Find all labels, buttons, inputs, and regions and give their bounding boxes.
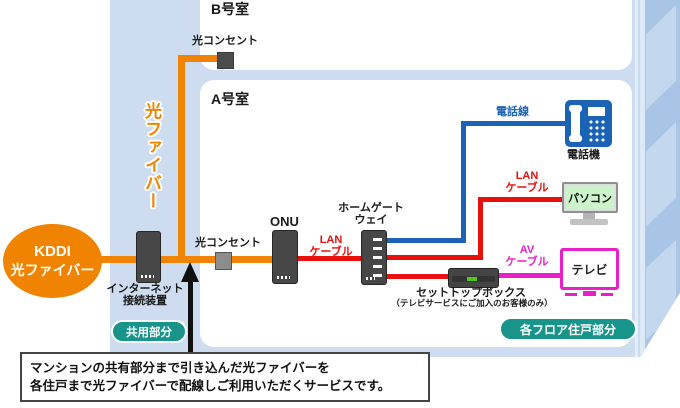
lan-line-pc-lower — [385, 255, 483, 260]
room-b-label: B号室 — [211, 1, 250, 17]
room-a-label: A号室 — [211, 91, 250, 107]
callout-arrow-line — [188, 278, 193, 353]
lan-line-onu-gateway — [294, 256, 364, 261]
stb-note-label: （テレビサービスにご加入のお客様のみ） — [391, 298, 553, 308]
per-floor-area-badge: 各フロア住戸部分 — [499, 317, 637, 341]
device-ports-icon — [366, 277, 375, 280]
home-gateway-device — [361, 230, 387, 285]
device-ports-icon — [141, 275, 154, 278]
gateway-ports-icon — [373, 238, 382, 278]
pc-monitor-icon: パソコン — [562, 182, 618, 213]
lan-line-pc-vertical — [478, 197, 483, 260]
lan-line-pc-upper — [478, 197, 565, 202]
kddi-source-line1: KDDI — [34, 242, 71, 260]
internet-device-label: インターネット 接続装置 — [106, 283, 184, 308]
callout-arrow-head — [181, 262, 199, 282]
optical-outlet-b-label: 光コンセント — [192, 35, 258, 47]
lan-cable-pc-label: LAN ケーブル — [505, 170, 549, 195]
room-b — [200, 0, 632, 70]
phone-label: 電話機 — [567, 149, 600, 161]
optical-outlet-a-label: 光コンセント — [195, 237, 261, 249]
kddi-source-line2: 光ファイバー — [10, 261, 95, 278]
device-ports-icon — [277, 276, 290, 279]
tv-screen-label: テレビ — [571, 262, 608, 277]
phone-handset-icon — [571, 108, 580, 140]
pc-base-icon — [570, 219, 608, 225]
phone-line-label: 電話線 — [496, 106, 529, 118]
service-note-box: マンションの共有部分まで引き込んだ光ファイバーを 各住戸まで光ファイバーで配線し… — [20, 352, 430, 403]
internet-device — [136, 231, 161, 283]
lan-cable-onu-label: LAN ケーブル — [309, 234, 353, 259]
phone-line-vertical — [461, 121, 466, 243]
set-top-box — [448, 268, 499, 288]
kddi-fiber-source: KDDI 光ファイバー — [3, 224, 102, 298]
fiber-vertical-label: 光ファイバー — [142, 102, 162, 210]
building-side-edge — [635, 0, 645, 357]
phone-line-upper — [461, 121, 567, 126]
pc-screen-label: パソコン — [566, 186, 614, 209]
onu-label: ONU — [270, 214, 299, 229]
tv-stand-icon — [583, 291, 596, 296]
phone-handset-icon — [569, 105, 582, 112]
home-gateway-label: ホームゲート ウェイ — [338, 202, 404, 227]
pc-stand-icon — [583, 213, 595, 219]
phone-keypad-icon — [588, 119, 605, 142]
building-side-face — [635, 0, 680, 357]
phone-icon — [565, 100, 612, 147]
phone-handset-icon — [569, 135, 582, 142]
phone-line-lower — [385, 238, 466, 243]
side-window — [646, 122, 676, 227]
shared-area-badge: 共用部分 — [111, 320, 187, 343]
stb-label: セットトップボックス — [416, 287, 526, 299]
stb-led-icon — [467, 277, 477, 281]
lan-line-stb — [385, 274, 449, 279]
av-line — [495, 273, 561, 278]
fiber-cable-main — [96, 256, 278, 263]
side-window — [646, 5, 676, 110]
optical-outlet-b — [217, 52, 234, 69]
optical-outlet-a — [215, 252, 232, 270]
tv-icon: テレビ — [560, 248, 619, 290]
phone-screen-icon — [588, 107, 605, 116]
tv-stand-icon — [565, 293, 577, 296]
side-window — [646, 240, 676, 340]
tv-stand-icon — [601, 293, 613, 296]
fiber-cable-vertical — [178, 55, 185, 263]
onu-device — [272, 230, 298, 284]
fiber-cable-branch-top — [178, 55, 222, 62]
av-cable-label: AV ケーブル — [505, 244, 549, 269]
